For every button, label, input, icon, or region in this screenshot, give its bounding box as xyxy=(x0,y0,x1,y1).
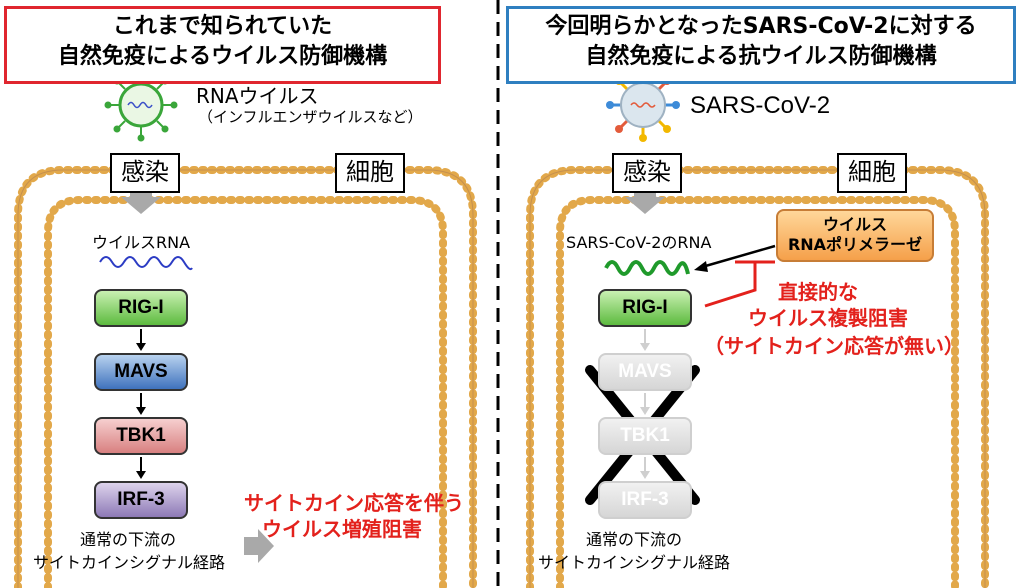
viral-rna-polymerase-box: ウイルス RNAポリメラーゼ xyxy=(776,209,934,262)
title-right-line2: 自然免疫による抗ウイルス防御機構 xyxy=(585,44,937,69)
title-left-line1: これまで知られていた xyxy=(112,14,333,39)
downstream-line2-right: サイトカインシグナル経路 xyxy=(538,553,731,572)
inhibition-line2: ウイルス複製阻害 xyxy=(748,306,908,330)
virus-example-left: （インフルエンザウイルスなど） xyxy=(198,108,423,126)
cell-label-left: 細胞 xyxy=(335,153,405,193)
tbk1-node-right: TBK1 xyxy=(598,417,692,455)
downstream-line1-right: 通常の下流の xyxy=(586,530,683,549)
title-left-line2: 自然免疫によるウイルス防御機構 xyxy=(57,44,388,69)
infection-arrow-left xyxy=(121,188,161,214)
polymerase-line2: RNAポリメラーゼ xyxy=(787,235,923,254)
infection-label-right: 感染 xyxy=(612,153,682,193)
mavs-node-left: MAVS xyxy=(94,353,188,391)
downstream-arrow-left xyxy=(244,529,274,563)
cell-membrane-left xyxy=(14,166,477,588)
mavs-node-right: MAVS xyxy=(598,353,692,391)
irf3-node-right: IRF-3 xyxy=(598,481,692,519)
result-line1-left: サイトカイン応答を伴う xyxy=(244,491,464,515)
inhibition-line3: （サイトカイン応答が無い） xyxy=(704,334,964,358)
cell-label-right: 細胞 xyxy=(837,153,907,193)
cell-membrane-right xyxy=(526,166,989,588)
inhibition-symbol xyxy=(704,260,775,308)
downstream-line2-left: サイトカインシグナル経路 xyxy=(33,553,226,572)
result-line2-left: ウイルス増殖阻害 xyxy=(262,517,422,541)
title-right-line1: 今回明らかとなったSARS-CoV-2に対する xyxy=(545,14,977,39)
rna-label-right: SARS-CoV-2のRNA xyxy=(566,233,712,252)
viral-rna-right xyxy=(604,260,690,276)
downstream-line1-left: 通常の下流の xyxy=(80,530,177,549)
infection-label-left: 感染 xyxy=(110,153,180,193)
rna-label-left: ウイルスRNA xyxy=(92,233,191,252)
title-right: 今回明らかとなったSARS-CoV-2に対する 自然免疫による抗ウイルス防御機構 xyxy=(506,6,1016,84)
virus-name-left: RNAウイルス xyxy=(196,84,319,108)
inhibition-line1: 直接的な xyxy=(778,280,858,304)
virus-name-right: SARS-CoV-2 xyxy=(690,92,831,119)
viral-rna-left xyxy=(99,256,193,271)
title-left: これまで知られていた 自然免疫によるウイルス防御機構 xyxy=(4,6,441,84)
rig-i-node-right: RIG-I xyxy=(598,289,692,327)
infection-arrow-right xyxy=(625,188,665,214)
polymerase-line1: ウイルス xyxy=(822,215,887,234)
tbk1-node-left: TBK1 xyxy=(94,417,188,455)
irf3-node-left: IRF-3 xyxy=(94,481,188,519)
rig-i-node-left: RIG-I xyxy=(94,289,188,327)
